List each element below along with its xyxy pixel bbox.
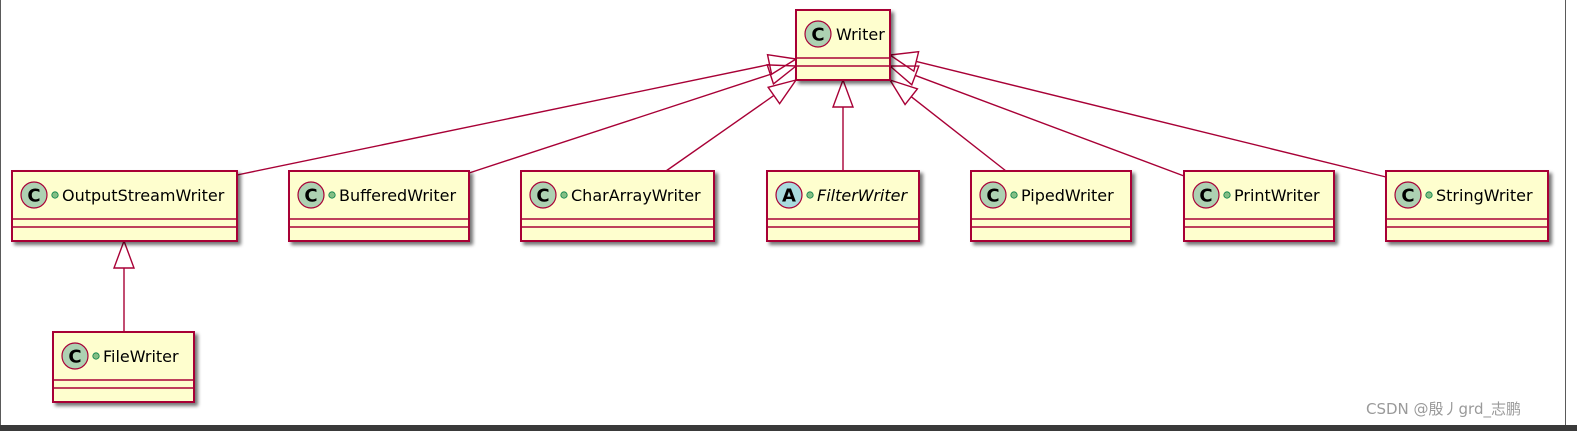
bottom-bar bbox=[0, 425, 1577, 431]
class-name: OutputStreamWriter bbox=[62, 186, 225, 205]
class-icon bbox=[20, 181, 48, 209]
class-icon bbox=[804, 20, 832, 48]
stereotype-letter: C bbox=[986, 186, 999, 207]
class-outputstreamwriter[interactable]: C OutputStreamWriter bbox=[11, 170, 238, 242]
class-name: PrintWriter bbox=[1234, 186, 1320, 205]
edge-line bbox=[468, 73, 771, 174]
inheritance-edge-filterwriter bbox=[831, 77, 855, 171]
public-visibility-icon bbox=[560, 191, 568, 199]
class-name: PipedWriter bbox=[1021, 186, 1114, 205]
generalization-arrow-icon bbox=[888, 50, 920, 73]
inheritance-edge-pipedwriter bbox=[888, 78, 1007, 172]
public-visibility-icon bbox=[1010, 191, 1018, 199]
inheritance-edge-stringwriter bbox=[888, 50, 1387, 178]
generalization-arrow-icon bbox=[888, 78, 919, 106]
class-box bbox=[11, 170, 238, 242]
edge-line bbox=[915, 74, 1185, 177]
class-icon bbox=[529, 181, 557, 209]
class-box bbox=[288, 170, 470, 242]
class-name: StringWriter bbox=[1436, 186, 1533, 205]
stereotype-letter: C bbox=[1199, 186, 1212, 207]
public-visibility-icon bbox=[328, 191, 336, 199]
class-chararraywriter[interactable]: C CharArrayWriter bbox=[520, 170, 715, 242]
watermark-text: CSDN @殷丿grd_志鹏 bbox=[1366, 400, 1521, 418]
right-margin bbox=[1566, 0, 1577, 425]
class-name: FileWriter bbox=[103, 347, 179, 366]
stereotype-letter: C bbox=[1401, 186, 1414, 207]
generalization-arrow-icon bbox=[112, 238, 136, 269]
generalization-arrow-icon bbox=[831, 77, 855, 108]
public-visibility-icon bbox=[806, 191, 814, 199]
stereotype-letter: C bbox=[536, 186, 549, 207]
class-box bbox=[520, 170, 715, 242]
stereotype-letter: C bbox=[304, 186, 317, 207]
class-name: FilterWriter bbox=[817, 186, 908, 205]
generalization-arrow-icon bbox=[888, 65, 920, 87]
inheritance-edge-bufferedwriter bbox=[468, 64, 798, 174]
class-icon bbox=[297, 181, 325, 209]
edge-line bbox=[910, 96, 1007, 172]
inheritance-edges bbox=[112, 50, 1387, 332]
class-icon bbox=[1192, 181, 1220, 209]
stereotype-letter: C bbox=[27, 186, 40, 207]
inheritance-edge-printwriter bbox=[888, 65, 1185, 177]
stereotype-letter: C bbox=[811, 25, 824, 46]
inheritance-edge-chararraywriter bbox=[665, 78, 798, 172]
edge-line bbox=[236, 63, 770, 176]
class-filterwriter[interactable]: A FilterWriter bbox=[766, 170, 920, 242]
class-stringwriter[interactable]: C StringWriter bbox=[1385, 170, 1549, 242]
class-printwriter[interactable]: C PrintWriter bbox=[1183, 170, 1335, 242]
class-icon bbox=[979, 181, 1007, 209]
class-name: Writer bbox=[836, 25, 885, 44]
inheritance-edge-filewriter bbox=[112, 238, 136, 332]
stereotype-letter: C bbox=[68, 347, 81, 368]
public-visibility-icon bbox=[51, 191, 59, 199]
class-pipedwriter[interactable]: C PipedWriter bbox=[970, 170, 1132, 242]
class-name: BufferedWriter bbox=[339, 186, 456, 205]
public-visibility-icon bbox=[1425, 191, 1433, 199]
class-bufferedwriter[interactable]: C BufferedWriter bbox=[288, 170, 470, 242]
public-visibility-icon bbox=[92, 352, 100, 360]
class-icon bbox=[61, 342, 89, 370]
edge-line bbox=[665, 94, 775, 172]
edge-line bbox=[916, 60, 1387, 178]
class-name: CharArrayWriter bbox=[571, 186, 701, 205]
abstract-class-icon bbox=[775, 181, 803, 209]
public-visibility-icon bbox=[1223, 191, 1231, 199]
class-filewriter[interactable]: C FileWriter bbox=[52, 331, 195, 403]
class-writer[interactable]: C Writer bbox=[795, 9, 891, 81]
generalization-arrow-icon bbox=[766, 64, 798, 86]
stereotype-letter: A bbox=[782, 186, 796, 207]
class-icon bbox=[1394, 181, 1422, 209]
generalization-arrow-icon bbox=[766, 78, 798, 105]
